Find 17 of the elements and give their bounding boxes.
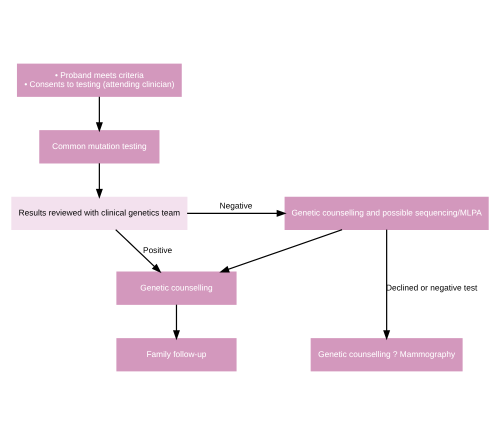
node-box: Genetic counselling (116, 271, 237, 304)
node-box: Genetic counselling and possible sequencing/MLPA (284, 196, 489, 230)
edge-label: Positive (143, 244, 172, 254)
arrow (383, 229, 390, 340)
node-box: Genetic counselling ? Mammography (310, 338, 463, 371)
arrow (115, 228, 162, 273)
arrow (187, 209, 287, 216)
node-box: Family follow-up (116, 338, 237, 371)
node-box: Results reviewed with clinical genetics team (11, 196, 188, 230)
arrow (96, 162, 103, 198)
edge-label: Negative (220, 200, 252, 210)
arrow (172, 304, 180, 340)
node-box: Common mutation testing (39, 130, 160, 163)
arrow (96, 96, 103, 132)
node-box: • Proband meets criteria • Consents to testing (attending clinician) (16, 63, 182, 96)
arrow (219, 228, 342, 272)
edge-label: Declined or negative test (386, 282, 478, 292)
